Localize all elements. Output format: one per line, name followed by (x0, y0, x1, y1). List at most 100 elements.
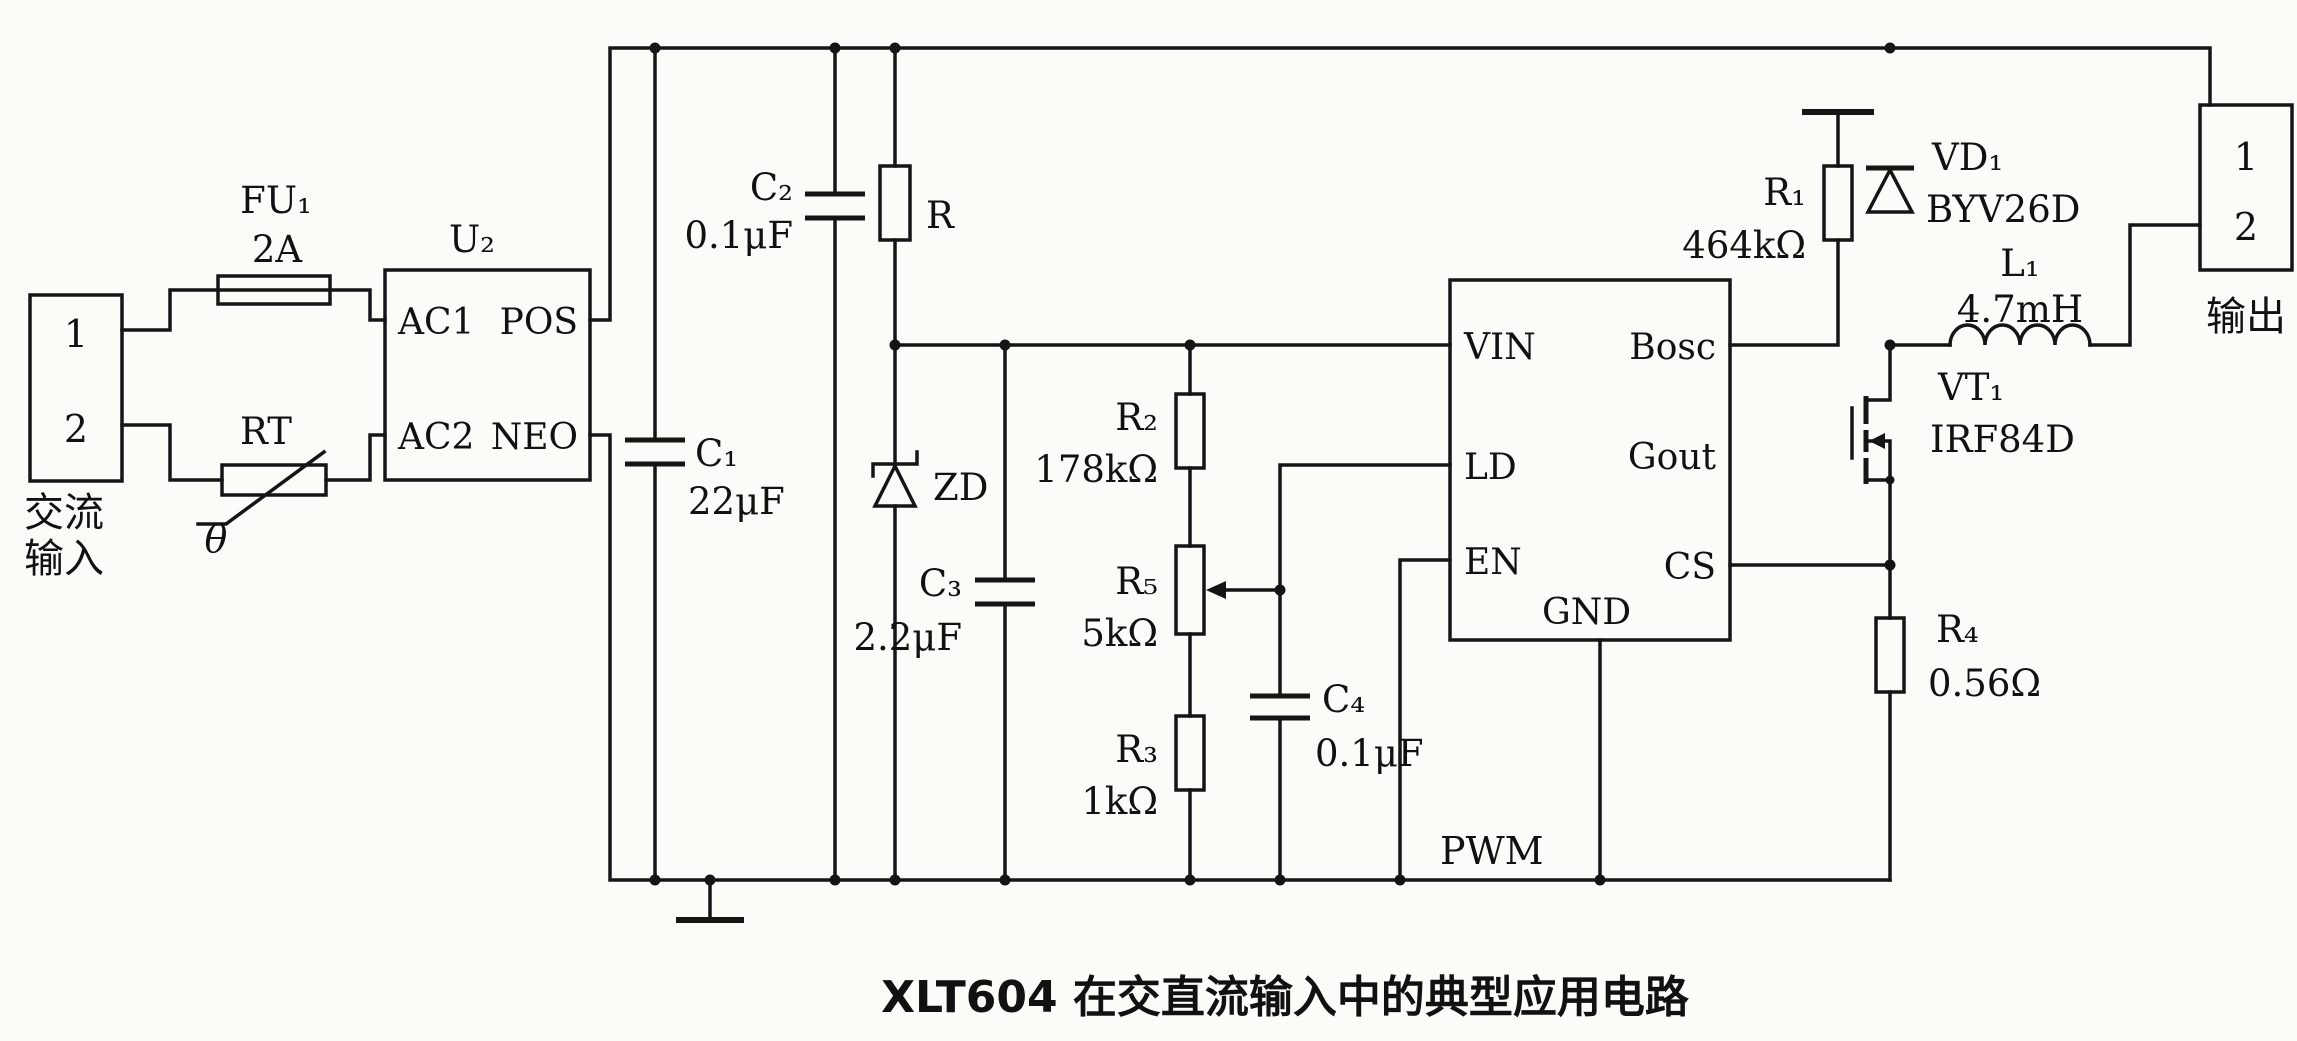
resistor-symbol (1174, 714, 1206, 792)
wires (120, 46, 2212, 882)
ic-name-label: PWM (1440, 829, 1544, 873)
vt1-ref-label: VT₁ (1937, 366, 2004, 409)
ic-pin-gout: Gout (1628, 437, 1717, 478)
resistor-symbol (878, 164, 912, 242)
input-pin1-label: 1 (64, 312, 88, 356)
ic-box (1448, 278, 1732, 642)
c1-ref-label: C₁ (695, 432, 738, 475)
thermistor-slash (196, 449, 327, 526)
output-pin2-label: 2 (2234, 205, 2258, 249)
fuse-fu1: FU₁ 2A (216, 179, 332, 306)
capacitor-symbol (975, 577, 1035, 607)
mosfet-arrow-icon (1869, 433, 1885, 449)
r1-value-label: 464kΩ (1682, 224, 1806, 267)
r4-ref-label: R₄ (1936, 608, 1979, 651)
bridge-pin-neo: NEO (491, 417, 578, 458)
input-label-line1: 交流 (24, 490, 104, 536)
ic-pin-cs: CS (1664, 547, 1716, 588)
junction-dots (649, 42, 1896, 886)
input-pin2-label: 2 (64, 407, 88, 451)
r1-ref-label: R₁ (1763, 171, 1806, 214)
freewheel-diode-vd1: VD₁ BYV26D (1865, 136, 2080, 231)
pwm-controller-ic: VIN LD EN GND Bosc Gout CS PWM (1440, 278, 1732, 873)
capacitor-symbol (1250, 693, 1310, 721)
r4-value-label: 0.56Ω (1928, 662, 2041, 705)
vd1-ref-label: VD₁ (1931, 136, 2003, 179)
zener-diode-zd: ZD (871, 450, 988, 509)
capacitor-c2: C₂ 0.1μF (684, 166, 865, 257)
fuse-symbol (216, 274, 332, 306)
r5-value-label: 5kΩ (1081, 612, 1158, 655)
input-label-line2: 输入 (24, 536, 104, 582)
capacitor-c1: C₁ 22μF (625, 432, 785, 523)
ic-pin-ld: LD (1464, 447, 1517, 488)
c3-value-label: 2.2μF (853, 616, 962, 659)
thermistor-ref-label: RT (240, 410, 292, 453)
capacitor-c4: C₄ 0.1μF (1250, 678, 1424, 775)
c4-value-label: 0.1μF (1315, 732, 1424, 775)
r5-ref-label: R₅ (1115, 560, 1158, 603)
figure-caption: XLT604 在交直流输入中的典型应用电路 (881, 972, 1690, 1023)
c3-ref-label: C₃ (919, 562, 962, 605)
resistor-r4: R₄ 0.56Ω (1874, 608, 2041, 705)
thermistor-rt: RT θ (196, 410, 328, 561)
r3-ref-label: R₃ (1115, 728, 1158, 771)
ground-symbol (676, 878, 744, 923)
potentiometer-r5: R₅ 5kΩ (1081, 544, 1226, 655)
r3-value-label: 1kΩ (1081, 780, 1158, 823)
fuse-ref-label: FU₁ (240, 179, 312, 222)
l1-value-label: 4.7mH (1957, 288, 2083, 331)
ic-pin-vin: VIN (1463, 327, 1536, 368)
c1-value-label: 22μF (688, 480, 785, 523)
bridge-pin-ac1: AC1 (397, 302, 474, 343)
mosfet-source-lead (1864, 439, 1892, 567)
ic-pin-bosc: Bosc (1629, 327, 1716, 368)
capacitor-symbol (805, 191, 865, 221)
resistor-symbol (1822, 164, 1854, 242)
output-pin1-label: 1 (2234, 135, 2258, 179)
wiper-arrow-icon (1206, 581, 1226, 599)
input-connector-box (28, 293, 124, 483)
ic-pin-en: EN (1464, 542, 1522, 583)
c2-value-label: 0.1μF (684, 214, 793, 257)
bridge-pin-ac2: AC2 (397, 417, 474, 458)
resistor-symbol (1174, 544, 1206, 636)
mosfet-vt1: VT₁ IRF84D (1850, 343, 2075, 567)
inductor-coil (1948, 323, 2092, 347)
c4-ref-label: C₄ (1322, 678, 1365, 721)
mosfet-body-junction (1885, 475, 1895, 485)
output-connector: 1 2 输出 (2198, 103, 2294, 340)
output-label: 输出 (2206, 294, 2286, 340)
zd-ref-label: ZD (933, 466, 988, 509)
ic-pin-gnd: GND (1542, 592, 1631, 633)
mosfet-drain-lead (1864, 343, 1892, 402)
bridge-rectifier-u2: U₂ AC1 POS AC2 NEO (383, 218, 592, 482)
resistor-r3: R₃ 1kΩ (1081, 714, 1206, 823)
output-connector-box (2198, 103, 2294, 272)
resistor-r2: R₂ 178kΩ (1034, 392, 1206, 491)
l1-ref-label: L₁ (2000, 242, 2039, 285)
resistor-symbol (1174, 392, 1206, 470)
bridge-ref-label: U₂ (449, 218, 495, 261)
inductor-l1: L₁ 4.7mH (1948, 242, 2092, 347)
resistor-r1: R₁ 464kΩ (1682, 109, 1874, 267)
diode-triangle (1865, 166, 1915, 214)
fuse-value-label: 2A (252, 228, 304, 271)
resistor-symbol (1874, 616, 1906, 694)
capacitor-c3: C₃ 2.2μF (853, 562, 1035, 659)
bridge-pin-pos: POS (500, 302, 578, 343)
vd1-part-label: BYV26D (1926, 188, 2080, 231)
bridge-box (383, 268, 592, 482)
thermistor-theta-label: θ (205, 517, 228, 561)
zener-triangle (872, 462, 918, 508)
capacitor-symbol (625, 437, 685, 467)
ac-input-connector: 1 2 交流 输入 (24, 293, 124, 582)
startup-resistor-r: R (878, 164, 955, 242)
thermistor-symbol (220, 463, 328, 497)
r2-value-label: 178kΩ (1034, 448, 1158, 491)
r2-ref-label: R₂ (1115, 396, 1158, 439)
vt1-part-label: IRF84D (1930, 418, 2075, 461)
r-ref-label: R (926, 194, 955, 237)
